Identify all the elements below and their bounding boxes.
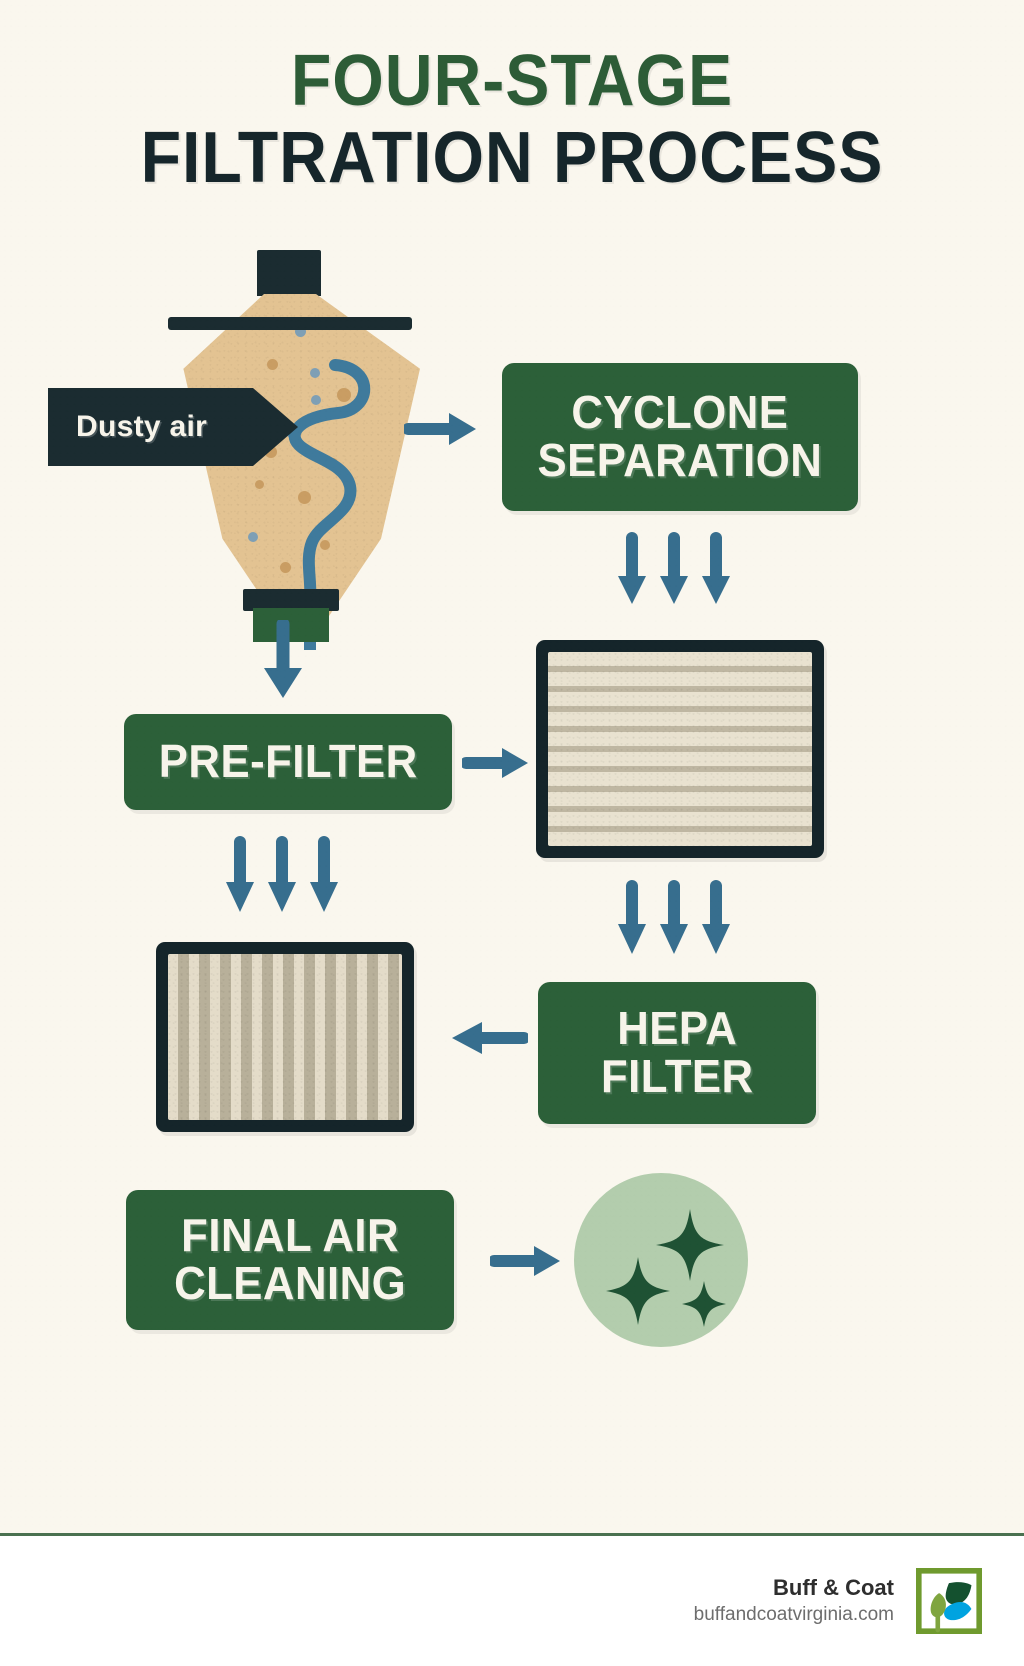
stage-box-pre-filter[interactable]: PRE-FILTER bbox=[124, 714, 452, 810]
dust-speck bbox=[337, 388, 351, 402]
leaf-square-logo-icon bbox=[916, 1568, 982, 1634]
cyclone-lid bbox=[168, 317, 412, 330]
brand-url[interactable]: buffandcoatvirginia.com bbox=[693, 1604, 894, 1626]
brand-name: Buff & Coat bbox=[773, 1574, 894, 1600]
cyclone-collection-cup bbox=[253, 608, 329, 642]
arrow-right-cyclone-to-box-icon bbox=[404, 413, 476, 445]
dust-speck bbox=[311, 395, 321, 405]
clean-air-indicator bbox=[574, 1173, 748, 1347]
footer-divider bbox=[0, 1533, 1024, 1536]
dust-speck bbox=[295, 326, 306, 337]
page-title: FOUR-STAGE FILTRATION PROCESS bbox=[0, 41, 1024, 198]
cyclone-collar bbox=[243, 589, 339, 611]
sparkles-icon bbox=[606, 1209, 726, 1327]
arrow-left-hepa-to-panel-icon bbox=[452, 1022, 528, 1054]
arrow-down-cyclone-to-prefilter-icon bbox=[264, 620, 302, 698]
dust-speck bbox=[267, 359, 278, 370]
triple-arrow-down-to-prefilter-panel-icon bbox=[226, 836, 338, 912]
footer-text-group: Buff & Coat buffandcoatvirginia.com bbox=[694, 1574, 894, 1628]
dust-speck bbox=[310, 368, 320, 378]
dusty-air-label: Dusty air bbox=[48, 388, 298, 466]
dust-speck bbox=[280, 562, 291, 573]
arrow-right-final-to-clean-icon bbox=[490, 1246, 560, 1276]
title-line-2: FILTRATION PROCESS bbox=[140, 117, 884, 198]
triple-arrow-down-to-hepa-box-icon bbox=[618, 880, 730, 954]
dust-speck bbox=[298, 491, 311, 504]
filter-media-horizontal bbox=[548, 652, 812, 846]
pre-filter-panel-illustration bbox=[156, 942, 414, 1132]
stage-label-pre-filter: PRE-FILTER bbox=[158, 735, 418, 788]
dust-speck bbox=[248, 532, 258, 542]
dust-speck bbox=[255, 480, 264, 489]
cyclone-outlet-stack bbox=[257, 250, 321, 296]
title-line-1: FOUR-STAGE bbox=[290, 41, 734, 121]
dusty-air-text: Dusty air bbox=[76, 410, 208, 443]
dust-speck bbox=[320, 540, 330, 550]
hepa-filter-panel-illustration bbox=[536, 640, 824, 858]
triple-arrow-down-to-filter-icon bbox=[618, 532, 730, 604]
dust-speck bbox=[328, 458, 338, 468]
filter-media-vertical bbox=[168, 954, 402, 1120]
footer: Buff & Coat buffandcoatvirginia.com bbox=[0, 1536, 1024, 1666]
arrow-right-prefilter-to-filter-icon bbox=[462, 748, 528, 778]
